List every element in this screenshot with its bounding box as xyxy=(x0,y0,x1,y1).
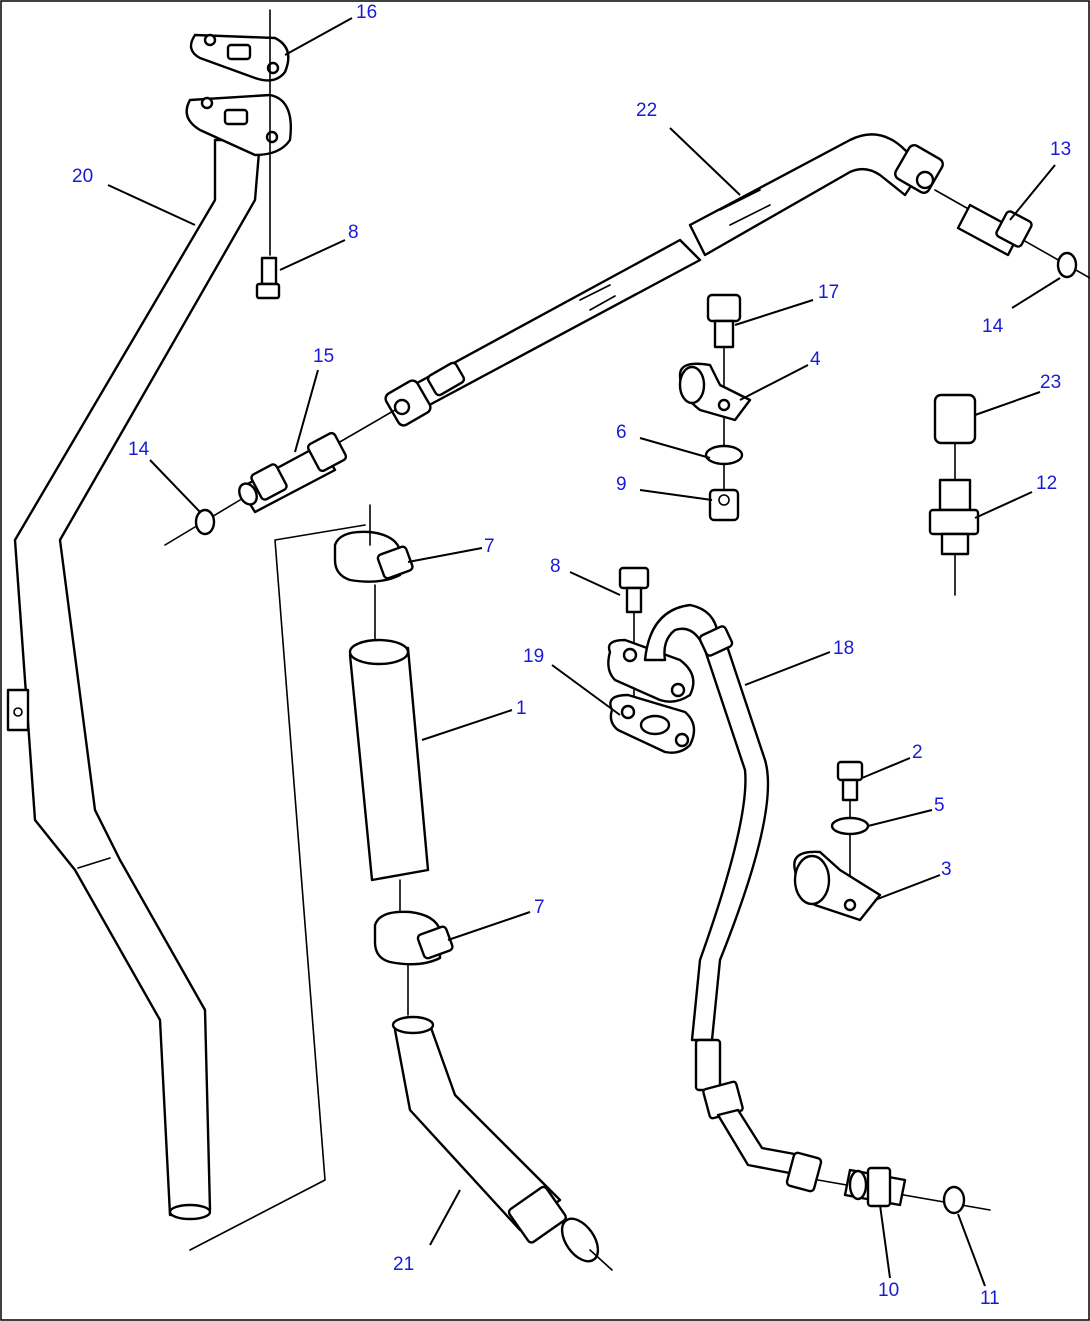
callout-11: 11 xyxy=(980,1288,1000,1309)
callout-5: 5 xyxy=(934,795,945,816)
part-16-gasket xyxy=(189,33,290,82)
reference-frame-line xyxy=(189,524,366,1251)
callout-1: 1 xyxy=(516,698,527,719)
part-12-fitting xyxy=(928,478,980,596)
part-5-washer xyxy=(830,816,870,836)
part-6-washer xyxy=(704,444,744,466)
callout-19: 19 xyxy=(523,646,544,667)
part-14-oring-left xyxy=(194,508,216,536)
callout-7-upper: 7 xyxy=(484,536,495,557)
callout-15: 15 xyxy=(313,346,334,367)
callout-13: 13 xyxy=(1050,139,1071,160)
callout-12: 12 xyxy=(1036,473,1057,494)
part-13-adapter xyxy=(934,189,1090,279)
part-7-clamp-upper xyxy=(333,530,414,583)
callout-3: 3 xyxy=(941,859,952,880)
callout-8-lower: 8 xyxy=(550,556,561,577)
callout-labels: 16 22 13 20 8 17 14 15 4 23 14 6 9 12 7 … xyxy=(72,2,1071,1309)
part-3-clamp xyxy=(793,850,882,922)
part-8-bolt-upper xyxy=(255,9,281,300)
callout-21: 21 xyxy=(393,1254,414,1275)
part-7-clamp-lower xyxy=(373,910,454,966)
callout-2: 2 xyxy=(912,742,923,763)
part-18-flange xyxy=(607,638,695,703)
part-9-nut xyxy=(708,488,740,522)
callout-leaders xyxy=(107,17,1061,1287)
part-23-cap xyxy=(933,393,977,481)
part-1-hose xyxy=(348,638,430,882)
callout-23: 23 xyxy=(1040,372,1061,393)
callout-22: 22 xyxy=(636,100,657,121)
part-14-oring-right xyxy=(1056,251,1078,279)
part-8-bolt-lower xyxy=(618,566,650,716)
callout-10: 10 xyxy=(878,1280,899,1301)
part-2-bolt xyxy=(836,760,864,901)
part-15-adapter xyxy=(164,431,348,546)
callout-14-right: 14 xyxy=(982,316,1004,337)
part-18-hose xyxy=(643,603,823,1193)
callout-7-lower: 7 xyxy=(534,897,545,918)
callout-4: 4 xyxy=(810,349,821,370)
part-20-tube xyxy=(6,93,292,1221)
part-4-clamp xyxy=(678,362,752,422)
part-19-gasket xyxy=(609,693,696,754)
callout-9: 9 xyxy=(616,474,627,495)
callout-16: 16 xyxy=(356,2,377,23)
callout-14-left: 14 xyxy=(128,439,150,460)
part-22-hose xyxy=(299,133,944,466)
part-11-oring xyxy=(942,1185,966,1215)
callout-20: 20 xyxy=(72,166,93,187)
callout-6: 6 xyxy=(616,422,627,443)
part-21-elbow xyxy=(391,1015,613,1271)
callout-18: 18 xyxy=(833,638,854,659)
callout-8-upper: 8 xyxy=(348,222,359,243)
callout-17: 17 xyxy=(818,282,839,303)
